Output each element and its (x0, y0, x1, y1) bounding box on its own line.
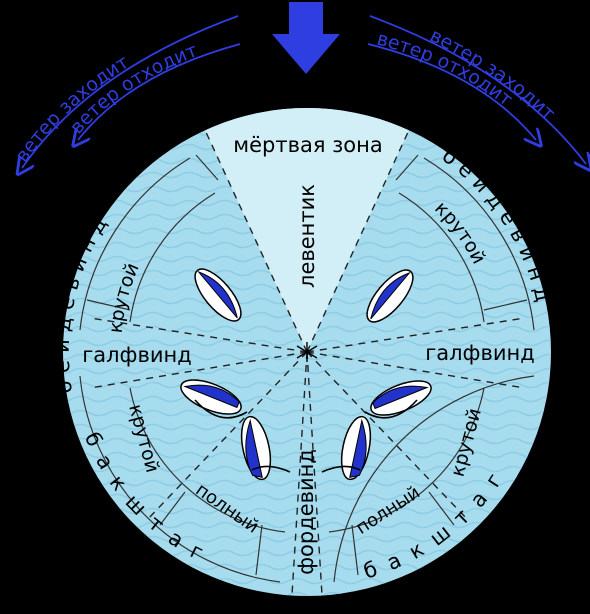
boat-upper-right (366, 269, 414, 323)
wind-out-right-arc (367, 43, 536, 140)
wind-out-left-arc (78, 43, 241, 140)
sheet-line-mid-right (364, 399, 418, 419)
center-star-icon (296, 342, 318, 362)
sheet-line-lower-left (251, 465, 291, 473)
galfvind-left-label: галфвинд (82, 343, 192, 367)
dead-zone-wedge (205, 108, 409, 352)
boat-upper-left (194, 268, 242, 322)
boat-lower-right (340, 415, 372, 481)
sector-lines (89, 129, 526, 596)
leventik-label: левентик (295, 184, 319, 288)
wind-in-right-arc (369, 15, 586, 164)
sheet-line-mid-left (194, 399, 248, 419)
down-arrow-icon (272, 2, 340, 74)
boat-mid-left (180, 379, 242, 415)
sheet-line-lower-right (321, 465, 361, 473)
boat-lower-left (240, 415, 272, 481)
sector-rings (79, 154, 535, 583)
dead-zone-label: мёртвая зона (233, 133, 383, 157)
wind-in-left-arc (22, 15, 239, 168)
wind-in-left-label: ветер заходит (11, 51, 133, 166)
galfvind-right-label: галфвинд (425, 341, 535, 365)
fordevind-label: фордевинд (294, 449, 318, 575)
